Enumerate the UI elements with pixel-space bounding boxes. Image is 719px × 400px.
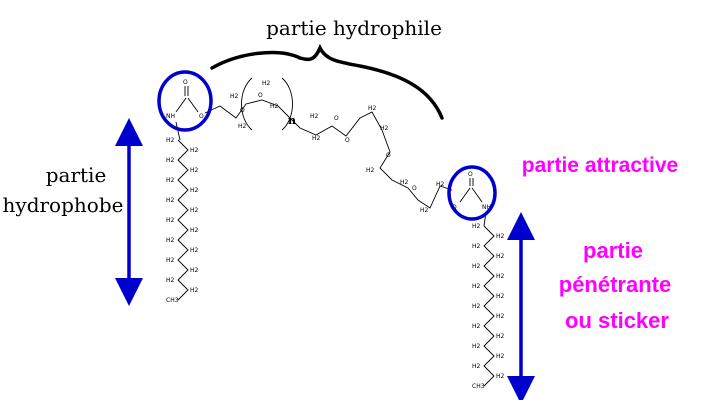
hydrophile-brace [210, 43, 444, 120]
svg-text:H2: H2 [238, 123, 247, 130]
ch2-label: H2 [472, 363, 481, 370]
ch2-label: H2 [166, 217, 175, 224]
ch2-label: H2 [190, 247, 199, 254]
ch2-label: H2 [496, 313, 505, 320]
svg-text:H2: H2 [380, 125, 389, 132]
svg-text:H2: H2 [312, 135, 321, 142]
svg-text:H2: H2 [310, 113, 319, 120]
ch2-label: H2 [166, 237, 175, 244]
svg-text:H2: H2 [368, 105, 377, 112]
svg-text:H2: H2 [270, 103, 279, 110]
svg-text:O: O [258, 92, 263, 99]
svg-text:O: O [334, 115, 339, 122]
ch2-label: H2 [496, 353, 505, 360]
ch2-label: H2 [190, 147, 199, 154]
ch2-label: H2 [472, 263, 481, 270]
svg-text:H2: H2 [366, 167, 375, 174]
repeat-count-n: n [288, 114, 296, 127]
alkyl-bonds [483, 225, 495, 387]
hydrophilic-chain: H2 H2 O H2 O H2 H2 H2 O O H2 H2 O H2 H2 … [204, 77, 453, 214]
ch2-label: H2 [472, 223, 481, 230]
ch2-label: H2 [496, 273, 505, 280]
repeat-bracket-left [241, 77, 253, 131]
right-attractive-circle [447, 165, 497, 221]
left-nh: NH [166, 113, 175, 120]
ch2-label: H2 [166, 137, 175, 144]
alkyl-bonds [177, 139, 189, 301]
ch2-label: H2 [166, 177, 175, 184]
left-ester-o: O [199, 113, 204, 120]
ch2-label: H2 [166, 157, 175, 164]
left-carbonyl-o: O [183, 79, 188, 86]
ch2-label: H2 [496, 373, 505, 380]
ch2-label: H2 [166, 257, 175, 264]
ch2-label: H2 [496, 333, 505, 340]
svg-text:O: O [386, 152, 391, 159]
right-carbonyl-o: O [468, 171, 473, 178]
svg-text:O: O [240, 107, 245, 114]
repeat-bracket-right [281, 77, 293, 131]
penetrante-label-line1: partie [583, 238, 643, 263]
ch2-label: H2 [472, 243, 481, 250]
right-nh: NH [482, 204, 491, 211]
hydrophile-label: partie hydrophile [266, 16, 442, 40]
svg-text:H2: H2 [420, 207, 429, 214]
hydrophobe-label-line1: partie [46, 163, 107, 187]
penetrante-label-line3: ou sticker [565, 308, 669, 333]
svg-text:H2: H2 [400, 179, 409, 186]
ch2-label: H2 [472, 343, 481, 350]
ch2-label: H2 [496, 233, 505, 240]
ch2-label: H2 [190, 187, 199, 194]
ch2-label: H2 [166, 277, 175, 284]
hydrophobe-label-line2: hydrophobe [3, 193, 124, 217]
ch2-label: H2 [190, 207, 199, 214]
attractive-label: partie attractive [522, 154, 678, 177]
penetrante-label-line2: pénétrante [559, 272, 671, 297]
methyl-label: CH3 [472, 383, 485, 390]
svg-text:H2: H2 [262, 80, 271, 87]
methyl-label: CH3 [166, 297, 179, 304]
svg-text:H2: H2 [230, 93, 239, 100]
ch2-label: H2 [190, 287, 199, 294]
left-attractive-circle [157, 70, 213, 132]
ch2-label: H2 [496, 253, 505, 260]
ch2-label: H2 [472, 303, 481, 310]
ch2-label: H2 [496, 293, 505, 300]
svg-text:O: O [412, 185, 417, 192]
ch2-label: H2 [190, 267, 199, 274]
svg-text:O: O [345, 137, 350, 144]
ch2-label: H2 [472, 323, 481, 330]
svg-text:H2: H2 [436, 181, 445, 188]
left-carbamate-group: O O NH [166, 79, 204, 141]
ch2-label: H2 [190, 227, 199, 234]
ch2-label: H2 [166, 197, 175, 204]
ch2-label: H2 [190, 167, 199, 174]
ch2-label: H2 [472, 283, 481, 290]
